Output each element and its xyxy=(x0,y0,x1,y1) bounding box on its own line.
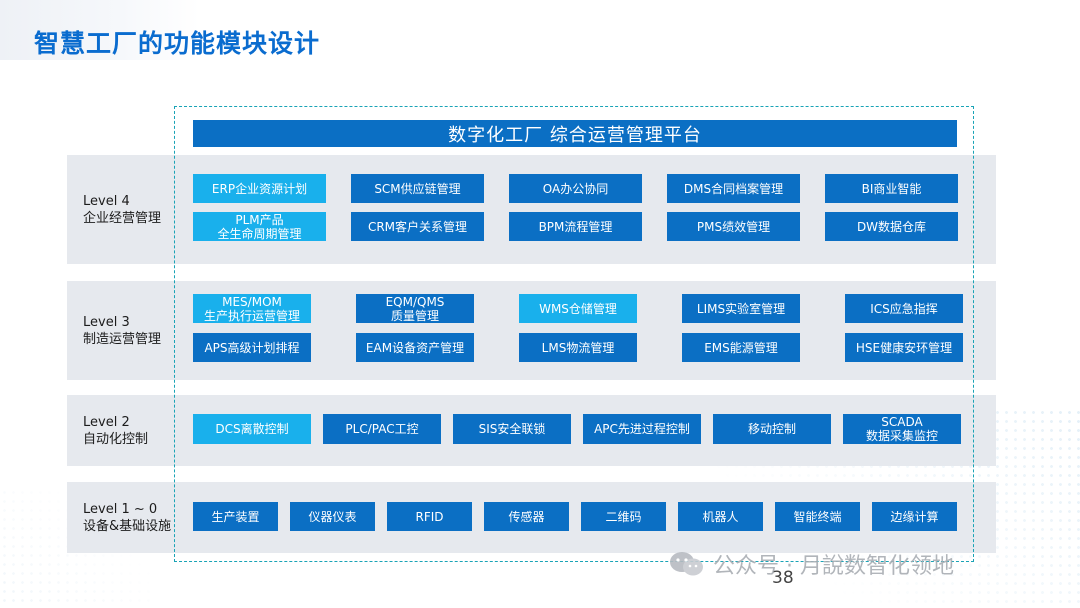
module-label: MES/MOM xyxy=(222,294,282,309)
module-box: LIMS实验室管理 xyxy=(682,294,800,323)
module-box: SCM供应链管理 xyxy=(351,174,484,203)
level-name: Level 3 xyxy=(83,314,130,330)
module-box: DCS离散控制 xyxy=(193,414,311,444)
module-label: 生产装置 xyxy=(211,509,260,524)
module-box: BPM流程管理 xyxy=(509,212,642,241)
module-label: APS高级计划排程 xyxy=(204,340,300,355)
module-box: 机器人 xyxy=(678,502,763,531)
watermark: 公众号 · 月說数智化领地 xyxy=(667,548,954,580)
module-label: 生产执行运营管理 xyxy=(203,308,300,323)
module-label: CRM客户关系管理 xyxy=(367,219,468,234)
module-box: RFID xyxy=(387,502,472,531)
module-box: HSE健康安环管理 xyxy=(845,333,963,362)
module-label: BPM流程管理 xyxy=(538,219,613,234)
module-label: LIMS实验室管理 xyxy=(696,301,786,316)
module-box: ERP企业资源计划 xyxy=(193,174,326,203)
module-label: LMS物流管理 xyxy=(541,340,615,355)
module-box: CRM客户关系管理 xyxy=(351,212,484,241)
module-box: 边缘计算 xyxy=(872,502,957,531)
watermark-text: 公众号 · 月說数智化领地 xyxy=(713,554,954,579)
module-label: 边缘计算 xyxy=(890,509,939,524)
module-box: EMS能源管理 xyxy=(682,333,800,362)
module-label: EAM设备资产管理 xyxy=(365,340,465,355)
level-description: 自动化控制 xyxy=(83,431,149,447)
module-box: APS高级计划排程 xyxy=(193,333,311,362)
level-description: 设备&基础设施 xyxy=(83,518,172,534)
module-label: 质量管理 xyxy=(390,308,439,323)
wechat-icon xyxy=(670,552,703,576)
module-label: 机器人 xyxy=(702,509,739,524)
module-label: SCADA xyxy=(881,415,923,429)
module-label: 智能终端 xyxy=(793,509,842,524)
module-box: DMS合同档案管理 xyxy=(667,174,800,203)
module-label: OA办公协同 xyxy=(542,181,609,196)
module-label: 数据采集监控 xyxy=(865,429,938,443)
module-label: WMS仓储管理 xyxy=(539,301,617,316)
module-label: 移动控制 xyxy=(747,422,796,436)
module-label: APC先进过程控制 xyxy=(594,422,690,436)
module-box: 传感器 xyxy=(484,502,569,531)
module-label: PMS绩效管理 xyxy=(696,219,771,234)
level-name: Level 2 xyxy=(83,414,130,430)
module-label: DCS离散控制 xyxy=(215,422,289,436)
module-label: DMS合同档案管理 xyxy=(683,181,784,196)
module-box: OA办公协同 xyxy=(509,174,642,203)
module-label: EMS能源管理 xyxy=(704,340,778,355)
module-box: PLC/PAC工控 xyxy=(323,414,441,444)
module-label: EQM/QMS xyxy=(385,294,445,309)
module-label: SCM供应链管理 xyxy=(374,181,461,196)
module-label: 全生命周期管理 xyxy=(217,226,302,241)
level-description: 制造运营管理 xyxy=(83,331,162,347)
module-label: ERP企业资源计划 xyxy=(211,181,308,196)
module-label: SIS安全联锁 xyxy=(478,422,546,436)
module-label: HSE健康安环管理 xyxy=(855,340,953,355)
page-number: 38 xyxy=(772,568,794,588)
module-label: BI商业智能 xyxy=(861,181,922,196)
module-box: 二维码 xyxy=(581,502,666,531)
module-label: PLM产品 xyxy=(235,212,284,227)
level-description: 企业经营管理 xyxy=(83,210,162,226)
module-label: PLC/PAC工控 xyxy=(345,422,419,436)
module-box: 移动控制 xyxy=(713,414,831,444)
level-name: Level 1 ~ 0 xyxy=(83,501,158,517)
module-box: DW数据仓库 xyxy=(825,212,958,241)
platform-banner: 数字化工厂 综合运营管理平台 xyxy=(193,120,957,147)
module-box: 仪器仪表 xyxy=(290,502,375,531)
module-box: SIS安全联锁 xyxy=(453,414,571,444)
module-box: LMS物流管理 xyxy=(519,333,637,362)
corner-decoration xyxy=(0,0,200,60)
module-box: EAM设备资产管理 xyxy=(356,333,474,362)
module-label: 传感器 xyxy=(508,509,545,524)
module-box: 智能终端 xyxy=(775,502,860,531)
module-label: RFID xyxy=(415,509,444,524)
module-label: 二维码 xyxy=(605,509,642,524)
module-box: WMS仓储管理 xyxy=(519,294,637,323)
level-name: Level 4 xyxy=(83,193,130,209)
module-box: 生产装置 xyxy=(193,502,278,531)
module-box: ICS应急指挥 xyxy=(845,294,963,323)
module-box: BI商业智能 xyxy=(825,174,958,203)
slide-title: 智慧工厂的功能模块设计 xyxy=(34,29,321,58)
module-label: 仪器仪表 xyxy=(308,509,357,524)
module-box: PMS绩效管理 xyxy=(667,212,800,241)
module-label: DW数据仓库 xyxy=(856,219,927,234)
module-box: APC先进过程控制 xyxy=(583,414,701,444)
module-label: ICS应急指挥 xyxy=(870,301,938,316)
module-box: PLM产品全生命周期管理 xyxy=(193,212,326,241)
